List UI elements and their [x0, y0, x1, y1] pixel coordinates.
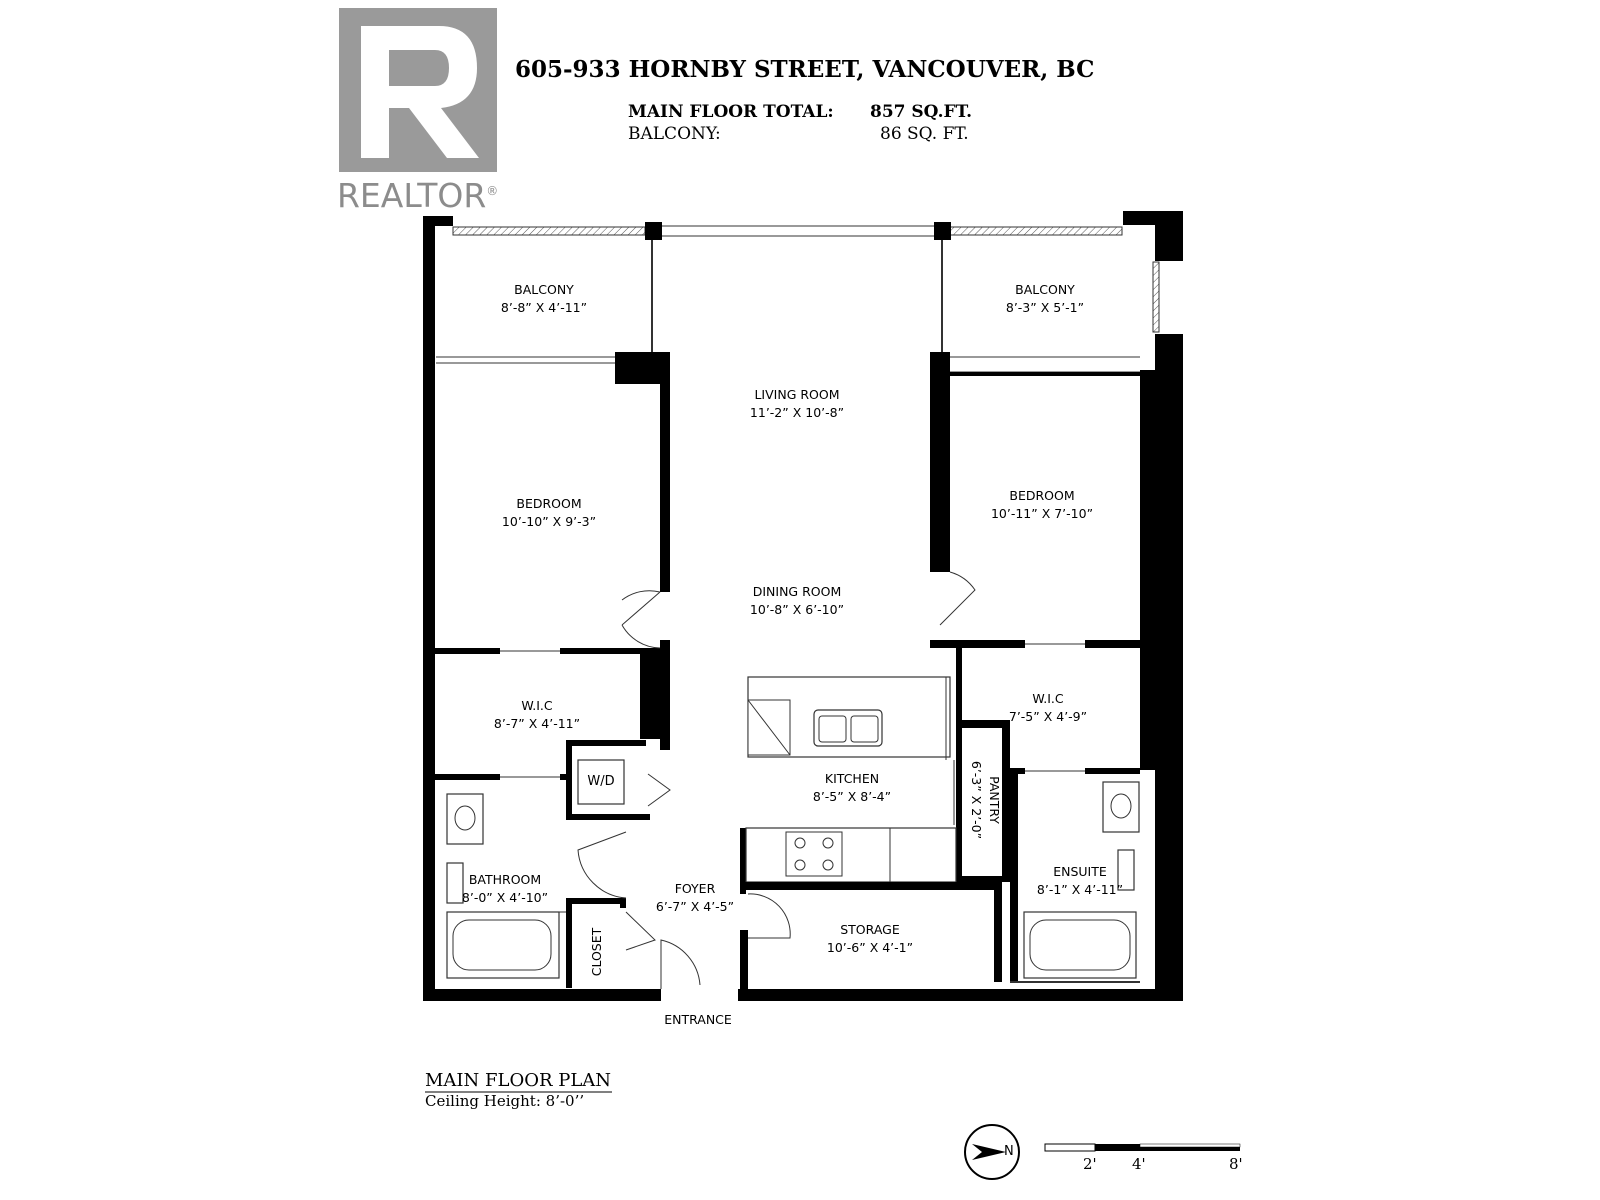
room-wd: W/D [587, 773, 614, 791]
room-kitchen: KITCHEN 8’-5” X 8’-4” [813, 770, 891, 806]
room-wic-right: W.I.C 7’-5” X 4’-9” [1009, 690, 1087, 726]
room-name: DINING ROOM [752, 584, 842, 599]
room-storage: STORAGE 10’-6” X 4’-1” [827, 921, 913, 957]
balcony-total-label: BALCONY: [628, 124, 721, 144]
scale-label-4: 4' [1132, 1155, 1146, 1173]
registered-mark: ® [486, 184, 499, 198]
room-dims: 8’-8” X 4’-11” [500, 300, 588, 315]
room-name: BEDROOM [516, 496, 582, 511]
room-dims: 10’-11” X 7’-10” [990, 506, 1094, 521]
room-name: PANTRY [987, 776, 1002, 824]
room-balcony-left: BALCONY 8’-8” X 4’-11” [501, 281, 587, 317]
scale-bar [1044, 1143, 1241, 1152]
room-dims: 8’-0” X 4’-10” [461, 890, 549, 905]
room-wic-left: W.I.C 8’-7” X 4’-11” [494, 697, 580, 733]
room-dims: 8’-7” X 4’-11” [493, 716, 581, 731]
room-name: ENSUITE [1053, 864, 1107, 879]
room-dims: 10’-10” X 9’-3” [501, 514, 597, 529]
compass-label: N [1004, 1144, 1014, 1159]
room-dims: 8’-1” X 4’-11” [1036, 882, 1124, 897]
property-address: 605-933 HORNBY STREET, VANCOUVER, BC [515, 56, 1095, 83]
main-floor-total-label: MAIN FLOOR TOTAL: [628, 102, 834, 122]
realtor-r-logo-icon [339, 8, 497, 172]
room-pantry: PANTRY 6’-3” X 2’-0” [967, 761, 1003, 839]
room-name: ENTRANCE [664, 1012, 732, 1027]
room-name: BEDROOM [1009, 488, 1075, 503]
room-dims: 10’-6” X 4’-1” [826, 940, 914, 955]
room-dims: 6’-3” X 2’-0” [969, 760, 984, 840]
room-dining: DINING ROOM 10’-8” X 6’-10” [750, 583, 844, 619]
scale-label-2: 2' [1083, 1155, 1097, 1173]
room-dims: 7’-5” X 4’-9” [1008, 709, 1088, 724]
room-bedroom-left: BEDROOM 10’-10” X 9’-3” [502, 495, 596, 531]
room-name: CLOSET [589, 927, 604, 977]
room-living: LIVING ROOM 11’-2” X 10’-8” [750, 386, 844, 422]
exterior-walls [423, 211, 1183, 1001]
room-name: BATHROOM [468, 872, 542, 887]
balcony-total-value: 86 SQ. FT. [880, 124, 969, 144]
room-dims: 8’-3” X 5’-1” [1005, 300, 1085, 315]
room-bathroom: BATHROOM 8’-0” X 4’-10” [462, 871, 548, 907]
ceiling-height: Ceiling Height: 8’-0’’ [425, 1092, 585, 1110]
room-dims: 8’-5” X 8’-4” [812, 789, 892, 804]
room-name: STORAGE [840, 922, 900, 937]
room-balcony-right: BALCONY 8’-3” X 5’-1” [1006, 281, 1084, 317]
north-arrow-icon: N [962, 1122, 1022, 1182]
room-dims: 11’-2” X 10’-8” [749, 405, 845, 420]
room-name: W/D [587, 774, 615, 789]
floor-plan-title: MAIN FLOOR PLAN [425, 1070, 612, 1091]
entrance-label: ENTRANCE [664, 1011, 732, 1029]
room-name: FOYER [674, 881, 716, 896]
room-name: BALCONY [514, 282, 574, 297]
room-dims: 6’-7” X 4’-5” [655, 899, 735, 914]
room-name: LIVING ROOM [754, 387, 840, 402]
room-foyer: FOYER 6’-7” X 4’-5” [656, 880, 734, 916]
room-name: W.I.C [521, 698, 553, 713]
realtor-logo-word: REALTOR [337, 176, 487, 215]
realtor-logo: REALTOR® [337, 8, 509, 215]
room-bedroom-right: BEDROOM 10’-11” X 7’-10” [991, 487, 1093, 523]
room-name: KITCHEN [824, 771, 880, 786]
scale-label-8: 8' [1229, 1155, 1243, 1173]
room-dims: 10’-8” X 6’-10” [749, 602, 845, 617]
room-closet: CLOSET [588, 928, 606, 977]
main-floor-total-value: 857 SQ.FT. [870, 102, 973, 122]
room-name: W.I.C [1032, 691, 1064, 706]
room-name: BALCONY [1015, 282, 1075, 297]
room-ensuite: ENSUITE 8’-1” X 4’-11” [1037, 863, 1123, 899]
